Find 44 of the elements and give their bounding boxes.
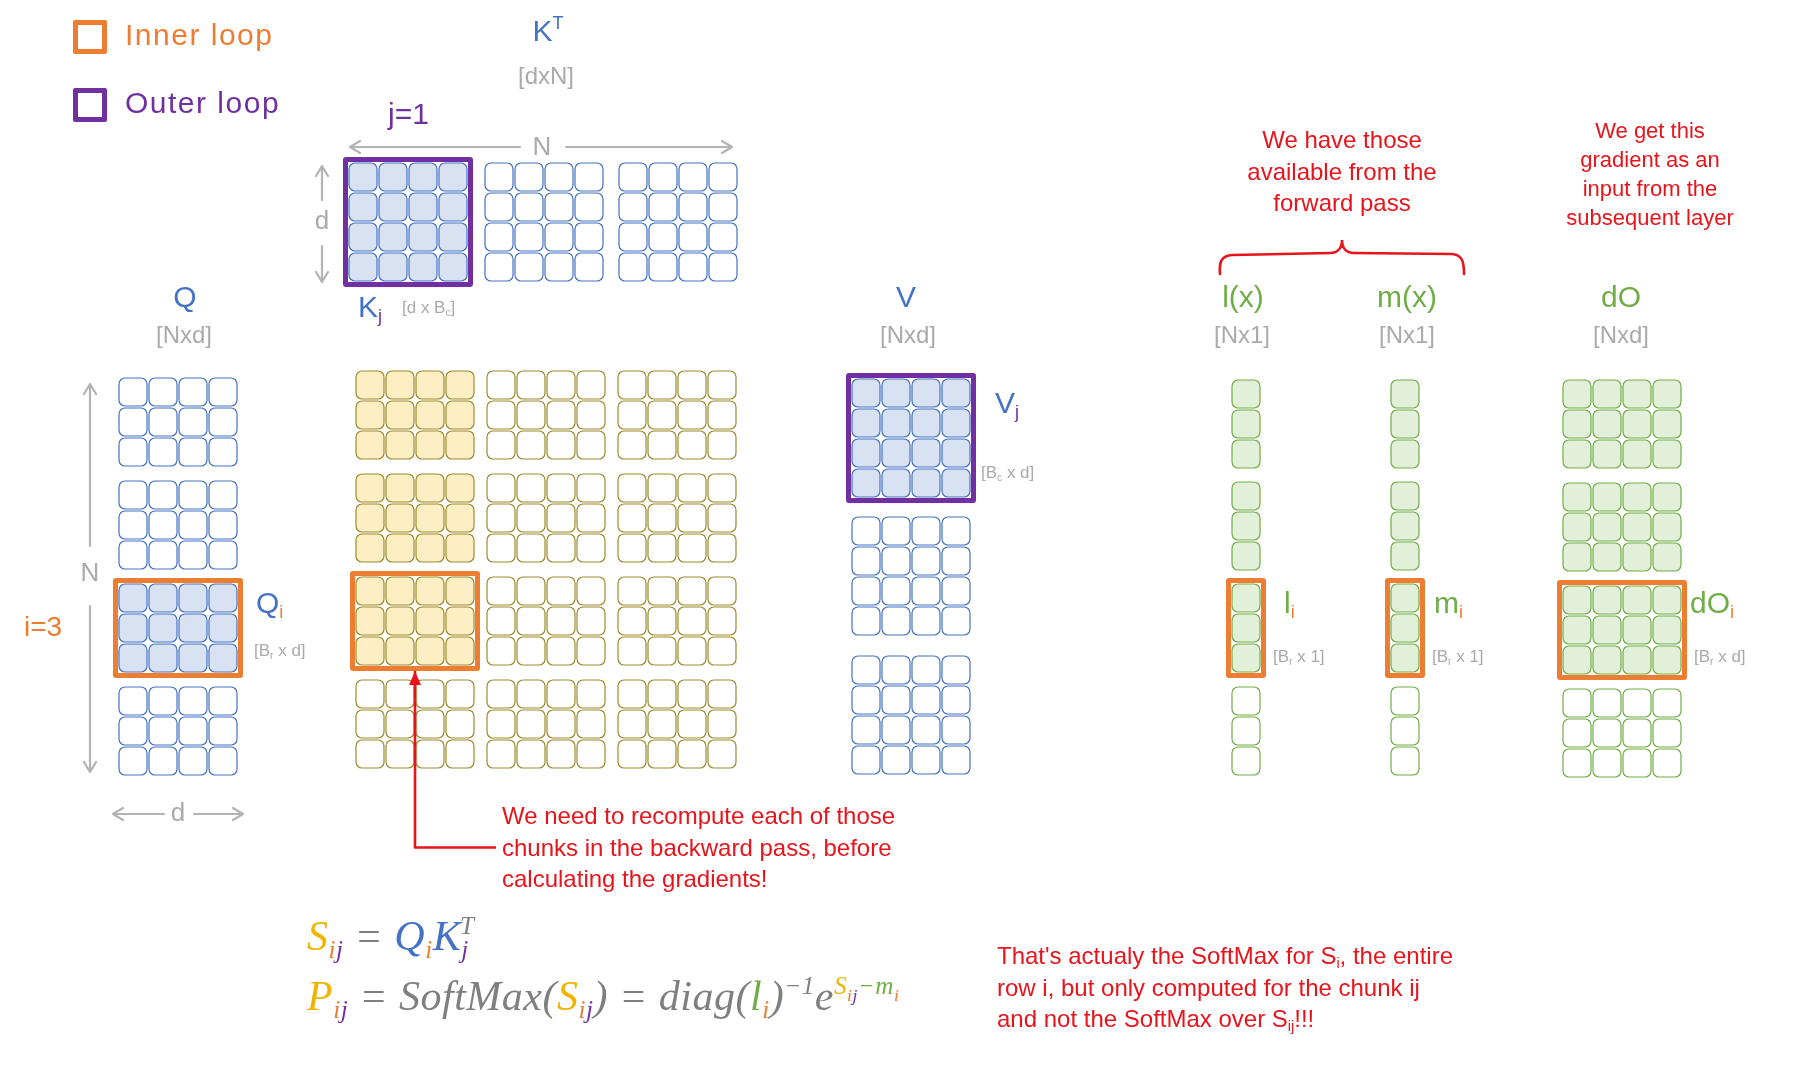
index-label: j=1 bbox=[388, 97, 429, 132]
highlight-frame bbox=[1385, 578, 1425, 678]
block-size-label: [B$_{r}$ x 1] bbox=[1273, 647, 1325, 667]
matrix-size-label: [Nxd] bbox=[156, 321, 212, 349]
highlight-frame bbox=[1226, 578, 1266, 678]
matrix-size-label: [Nx1] bbox=[1214, 321, 1270, 349]
block-label: Q$_{i}$ bbox=[256, 586, 284, 621]
annotation-text: We get this gradient as an input from the subsequent layer bbox=[1565, 117, 1735, 233]
leader-arrow bbox=[409, 671, 496, 849]
annotation-text: We need to recompute each of those chunks in the backward pass, before calculating the gradients! bbox=[502, 801, 897, 895]
block-label: V$_{j}$ bbox=[995, 386, 1019, 421]
block-label: dO$_{i}$ bbox=[1690, 586, 1735, 621]
matrix-size-label: [Nx1] bbox=[1379, 321, 1435, 349]
highlight-frame bbox=[113, 578, 243, 678]
matrix-label: V bbox=[896, 280, 916, 315]
matrix-size-label: [dxN] bbox=[518, 62, 574, 90]
matrix-label: dO bbox=[1601, 280, 1641, 315]
dimension-label: N bbox=[80, 558, 100, 588]
matrix-label: Q bbox=[173, 280, 197, 315]
annotation-text: We have those available from the forward pass bbox=[1246, 125, 1438, 219]
block-size-label: [B$_{r}$ x d] bbox=[254, 641, 306, 661]
block-size-label: [B$_{c}$ x d] bbox=[981, 463, 1035, 483]
legend-label: Outer loop bbox=[125, 86, 281, 121]
block-label: m$_{i}$ bbox=[1434, 586, 1463, 621]
block-label: K$_{j}$ bbox=[358, 290, 382, 325]
highlight-frame bbox=[343, 157, 473, 287]
block-size-label: [B$_{r}$ x d] bbox=[1694, 647, 1746, 667]
legend-label: Inner loop bbox=[125, 18, 274, 53]
dimension-label: N bbox=[532, 132, 552, 162]
highlight-frame bbox=[1557, 580, 1687, 680]
matrix-label: m(x) bbox=[1377, 280, 1437, 315]
block-label: l$_{i}$ bbox=[1284, 586, 1295, 621]
highlight-frame bbox=[350, 571, 480, 671]
dimension-label: d bbox=[314, 206, 330, 236]
matrix-size-label: [Nxd] bbox=[1593, 321, 1649, 349]
block-size-label: [B$_{r}$ x 1] bbox=[1432, 647, 1484, 667]
index-label: i=3 bbox=[24, 611, 63, 644]
matrix-size-label: [Nxd] bbox=[880, 321, 936, 349]
dimension-label: d bbox=[170, 798, 186, 828]
block-size-label: [d x B$_{c}$] bbox=[402, 298, 456, 318]
highlight-frame bbox=[846, 373, 976, 503]
annotation-text: That's actualy the SoftMax for S$_{i}$, the entire row i, but only computed for the chunk ij and not the SoftMax over S$_{ij}$!!! bbox=[997, 941, 1454, 1035]
matrix-label: K$^{T}$ bbox=[532, 14, 564, 49]
matrix-label: l(x) bbox=[1222, 280, 1264, 315]
